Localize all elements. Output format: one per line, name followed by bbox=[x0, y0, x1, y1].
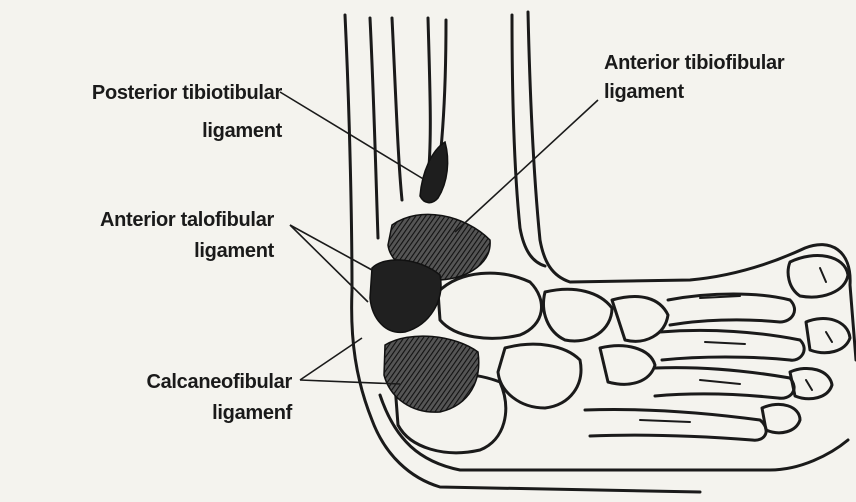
toe-1 bbox=[788, 256, 848, 297]
label-anterior-talofibular-line2: ligament bbox=[28, 239, 274, 263]
metatarsal-4 bbox=[585, 409, 766, 440]
cuboid bbox=[498, 344, 581, 408]
pointer-anterior-talofibular-a bbox=[290, 225, 372, 270]
label-calcaneofibular-line2: ligamenf bbox=[70, 401, 292, 425]
cuneiform-1 bbox=[612, 296, 668, 341]
fibula-shaft bbox=[370, 18, 378, 238]
anterior-talofibular-ligament-shape bbox=[370, 260, 441, 332]
pointer-posterior-tibiofibular bbox=[280, 92, 425, 180]
ligaments bbox=[370, 142, 490, 412]
label-posterior-tibiofibular-line1: Posterior tibiotibular bbox=[10, 81, 282, 105]
cuneiform-2 bbox=[600, 346, 655, 385]
talus bbox=[438, 273, 541, 338]
label-calcaneofibular: Calcaneofibular ligamenf bbox=[70, 370, 292, 425]
calcaneofibular-ligament-shape bbox=[384, 336, 479, 412]
label-posterior-tibiofibular-line2: ligament bbox=[10, 119, 282, 143]
metatarsal-1 bbox=[668, 294, 795, 325]
pointer-calcaneofibular-a bbox=[300, 338, 362, 380]
metatarsal-2 bbox=[660, 330, 804, 360]
label-anterior-tibiofibular-line2: ligament bbox=[604, 80, 849, 104]
navicular bbox=[544, 289, 612, 341]
pointer-anterior-tibiofibular bbox=[455, 100, 598, 232]
label-posterior-tibiofibular: Posterior tibiotibular ligament bbox=[10, 81, 282, 143]
posterior-tibiofibular-ligament-shape bbox=[420, 142, 448, 203]
label-anterior-tibiofibular-line1: Anterior tibiofibular bbox=[604, 51, 849, 75]
tibia-shaft-mid bbox=[428, 18, 430, 178]
tibia-shaft-left bbox=[392, 18, 402, 200]
toe-3 bbox=[790, 368, 832, 398]
label-anterior-talofibular-line1: Anterior talofibular bbox=[28, 208, 274, 232]
label-anterior-talofibular: Anterior talofibular ligament bbox=[28, 208, 274, 263]
label-calcaneofibular-line1: Calcaneofibular bbox=[70, 370, 292, 394]
label-anterior-tibiofibular: Anterior tibiofibular ligament bbox=[604, 51, 849, 104]
pointer-anterior-talofibular-b bbox=[290, 225, 368, 302]
toe-4 bbox=[762, 404, 800, 432]
